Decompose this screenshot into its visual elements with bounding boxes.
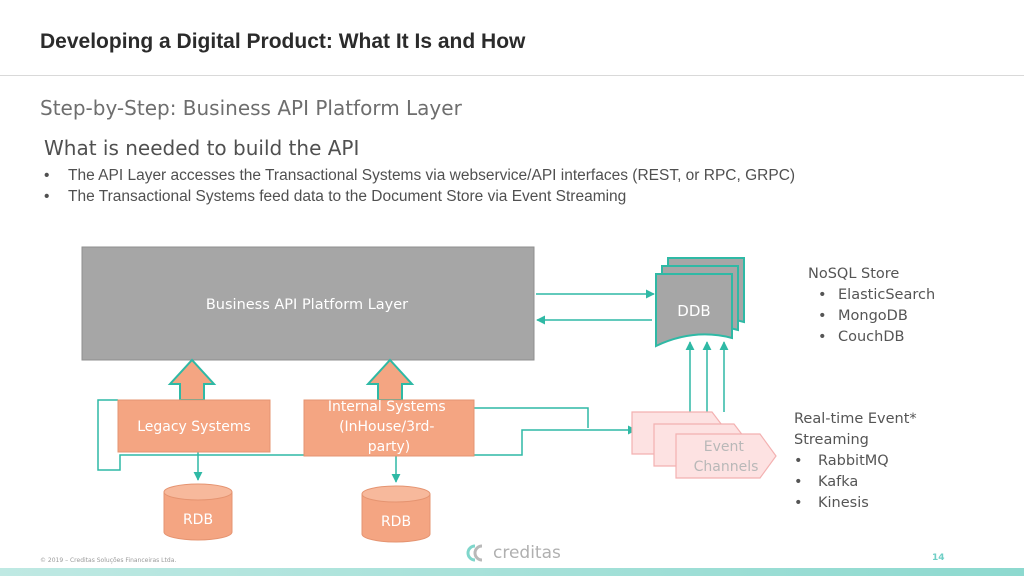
ddb-label: DDB	[677, 302, 710, 320]
list-item: • Kinesis	[794, 493, 917, 514]
logo-text: creditas	[493, 543, 561, 563]
bullet-item: • The API Layer accesses the Transaction…	[44, 165, 944, 186]
list-item: • ElasticSearch	[808, 285, 935, 306]
event-channels-stack: Event Channels	[631, 411, 777, 479]
nosql-item: ElasticSearch	[838, 287, 936, 303]
bullet-dot-icon: •	[44, 167, 50, 184]
api-layer-label: Business API Platform Layer	[206, 297, 408, 313]
list-item: • MongoDB	[808, 306, 935, 327]
creditas-logo: creditas	[462, 543, 561, 563]
rdb-cylinder-1: RDB	[163, 483, 233, 541]
bullet-dot-icon: •	[818, 308, 827, 324]
bullet-dot-icon: •	[44, 188, 50, 205]
internal-systems-label: Internal Systems (InHouse/3rd- party)	[328, 399, 450, 455]
event-label-line: Channels	[694, 459, 759, 475]
streaming-heading-line: Real-time Event*	[794, 411, 917, 427]
bullet-text: The Transactional Systems feed data to t…	[68, 188, 627, 205]
internal-label-line: (InHouse/3rd-	[339, 419, 434, 435]
streaming-item: Kafka	[818, 474, 859, 490]
event-channels-label: Event Channels	[694, 439, 759, 475]
streaming-item: RabbitMQ	[818, 453, 889, 469]
list-item: • Kafka	[794, 472, 917, 493]
section-heading: What is needed to build the API	[44, 136, 360, 160]
nosql-item: CouchDB	[838, 329, 905, 345]
list-item: • RabbitMQ	[794, 451, 917, 472]
legacy-systems-box	[117, 399, 271, 453]
bullet-dot-icon: •	[794, 453, 803, 469]
legacy-systems-label: Legacy Systems	[137, 419, 251, 435]
rdb-label: RDB	[381, 514, 411, 530]
bullet-item: • The Transactional Systems feed data to…	[44, 186, 944, 207]
event-streaming-list: Real-time Event* Streaming • RabbitMQ • Ka…	[794, 409, 917, 514]
bottom-accent-bar	[0, 568, 1024, 576]
internal-label-line: party)	[368, 439, 410, 455]
nosql-store-list: NoSQL Store • ElasticSearch • MongoDB • Cou…	[808, 264, 935, 348]
bullet-dot-icon: •	[818, 329, 827, 345]
streaming-item: Kinesis	[818, 495, 869, 511]
page-number: 14	[932, 553, 945, 563]
nosql-heading: NoSQL Store	[808, 266, 900, 282]
creditas-logo-icon	[466, 544, 483, 562]
bullet-list: • The API Layer accesses the Transaction…	[44, 165, 944, 207]
bullet-dot-icon: •	[794, 495, 803, 511]
bullet-text: The API Layer accesses the Transactional…	[68, 167, 796, 184]
slide-subtitle: Step-by-Step: Business API Platform Laye…	[40, 96, 462, 120]
bullet-dot-icon: •	[818, 287, 827, 303]
internal-label-line: Internal Systems	[328, 399, 446, 415]
legacy-up-arrow	[167, 358, 217, 401]
rdb-cylinder-2: RDB	[361, 485, 431, 543]
title-divider	[0, 75, 1024, 76]
slide-title: Developing a Digital Product: What It Is…	[40, 30, 526, 53]
internal-up-arrow	[365, 358, 415, 401]
list-item: • CouchDB	[808, 327, 935, 348]
nosql-item: MongoDB	[838, 308, 908, 324]
bullet-dot-icon: •	[794, 474, 803, 490]
event-label-line: Event	[704, 439, 745, 455]
copyright-note: © 2019 – Creditas Soluções Financeiras L…	[40, 557, 177, 564]
ddb-document-stack: DDB	[655, 257, 745, 348]
streaming-heading-line: Streaming	[794, 432, 869, 448]
internal-systems-box	[303, 399, 475, 457]
rdb-label: RDB	[183, 512, 213, 528]
connector-lines	[97, 289, 729, 483]
api-layer-box	[81, 246, 535, 361]
